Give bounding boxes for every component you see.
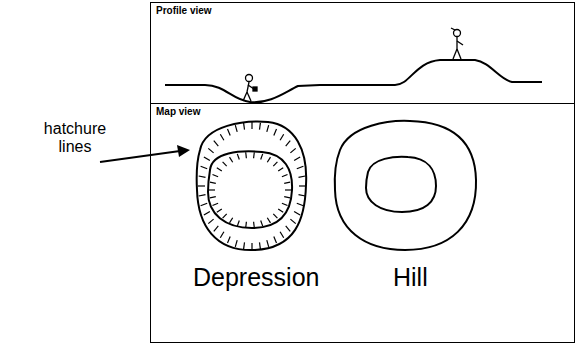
hatchure-tick	[261, 221, 263, 227]
hatchure-tick	[230, 157, 233, 162]
hatchure-tick	[261, 154, 263, 160]
hatchure-tick	[267, 218, 270, 223]
hatchure-tick	[290, 219, 295, 224]
hatchure-tick	[204, 157, 210, 161]
hatchure-tick	[259, 123, 261, 130]
hatchure-tick	[220, 134, 224, 140]
hatchure-tick	[243, 123, 245, 130]
hatchure-tick	[273, 214, 277, 218]
hatchure-tick	[214, 226, 219, 231]
hatchure-tick	[245, 152, 247, 158]
hatchure-tick	[210, 182, 216, 183]
hatchure-tick	[204, 211, 210, 215]
hatchure-tick	[297, 203, 304, 206]
hatchure-tick	[235, 125, 237, 132]
hatchure-tick	[228, 237, 231, 243]
hatchure-tick	[274, 237, 277, 243]
hatchure-tick	[235, 240, 237, 247]
hatchure-tick	[230, 218, 233, 223]
hatchure-tick	[280, 134, 284, 140]
hatchure-tick	[214, 141, 219, 146]
view-panel: Profile view	[150, 2, 575, 104]
hatchure-tick	[294, 211, 300, 215]
feature-name: Depression	[193, 263, 319, 292]
hatchure-tick	[201, 166, 208, 169]
hatchure-tick	[267, 157, 270, 162]
hatchure-tick	[284, 182, 290, 183]
hatchure-tick	[286, 226, 291, 231]
hatchure-tick	[282, 175, 288, 177]
hatchure-tick	[237, 154, 239, 160]
hatchure-tick	[213, 203, 219, 205]
hatchure-tick	[273, 162, 277, 166]
hatchure-tick	[237, 221, 239, 227]
hatchure-tick	[199, 195, 206, 196]
hatchure-tick	[210, 197, 216, 198]
hatchure-tick	[286, 141, 291, 146]
hatchure-tick	[223, 214, 227, 218]
hatchure-tick	[299, 185, 306, 186]
leader-arrow	[100, 145, 190, 162]
hatchure-tick	[280, 232, 284, 238]
hatchure-tick	[201, 203, 208, 206]
hatchure-tick	[294, 157, 300, 161]
hatchure-tick	[251, 122, 252, 129]
hatchure-tick	[278, 209, 283, 212]
stick-figure	[243, 75, 257, 102]
hatchure-tick	[290, 148, 295, 153]
hatchure-tick	[251, 243, 252, 250]
depression-contours	[197, 122, 307, 251]
stick-figure	[451, 28, 463, 59]
hatchure-tick	[274, 129, 277, 135]
hill-contours	[335, 121, 476, 250]
feature-name: Hill	[393, 263, 428, 292]
hatchure-tick	[199, 176, 206, 177]
hatchure-tick	[223, 162, 227, 166]
hatchure-marks	[198, 122, 306, 250]
hatchure-tick	[297, 166, 304, 169]
hatchure-tick	[299, 195, 306, 196]
hatchure-tick	[285, 189, 291, 190]
hatchure-tick	[299, 176, 306, 177]
hatchure-tick	[253, 222, 255, 228]
hatchure-tick	[208, 219, 213, 224]
hatchure-tick	[267, 240, 269, 247]
hatchure-tick	[228, 129, 231, 135]
view-panel: Map view	[150, 103, 575, 343]
callout-label: hatchure lines	[40, 120, 110, 157]
hatchure-tick	[253, 152, 255, 158]
hatchure-tick	[198, 185, 205, 186]
hatchure-tick	[217, 209, 222, 212]
hatchure-tick	[217, 168, 222, 171]
hatchure-tick	[282, 203, 288, 205]
hatchure-tick	[220, 232, 224, 238]
hatchure-tick	[209, 189, 215, 190]
panel-heading: Map view	[156, 106, 200, 117]
hatchure-tick	[245, 222, 247, 228]
hatchure-tick	[278, 168, 283, 171]
hatchure-tick	[208, 148, 213, 153]
hatchure-tick	[259, 242, 261, 249]
hatchure-tick	[267, 125, 269, 132]
panel-heading: Profile view	[156, 5, 212, 16]
hatchure-tick	[243, 242, 245, 249]
hatchure-tick	[213, 175, 219, 177]
terrain-profile	[165, 60, 542, 102]
hatchure-tick	[284, 197, 290, 198]
